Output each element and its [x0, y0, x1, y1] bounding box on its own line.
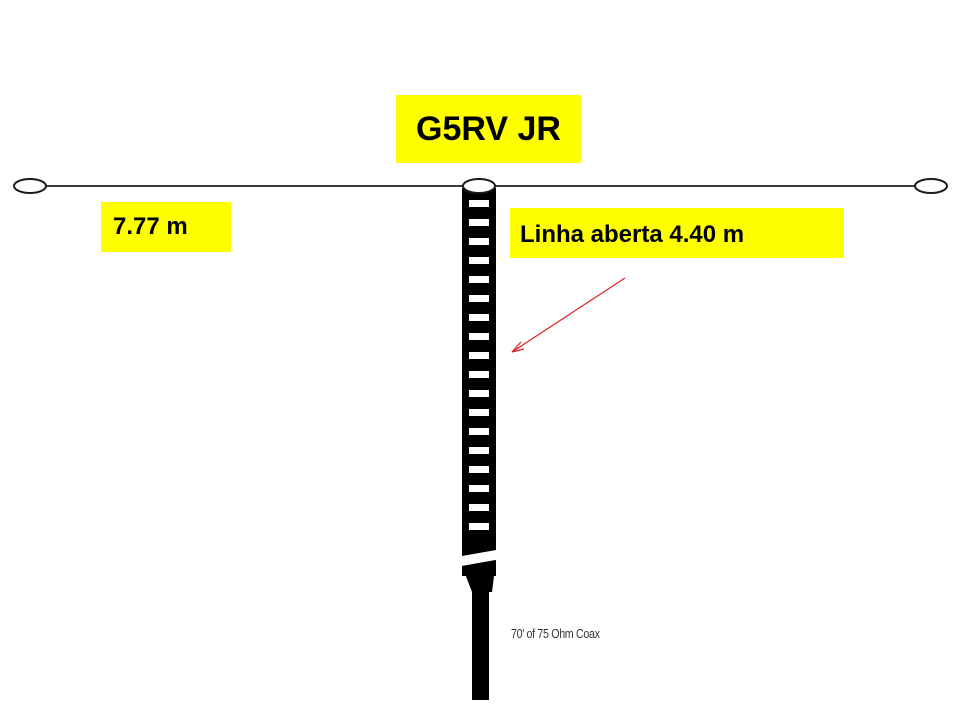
ladder-rung [469, 447, 489, 454]
ladder-rung [469, 257, 489, 264]
ladder-rung [469, 219, 489, 226]
ladder-line-length-label: Linha aberta 4.40 m [510, 208, 844, 258]
ladder-coax-junction [462, 550, 496, 566]
ladder-coax-taper [462, 560, 496, 592]
ladder-rung [469, 466, 489, 473]
ladder-rung [469, 390, 489, 397]
ladder-rung [469, 333, 489, 340]
ladder-rung [469, 428, 489, 435]
coax-label: 70' of 75 Ohm Coax [511, 626, 600, 641]
ladder-rung [469, 485, 489, 492]
coax-feedline [472, 590, 489, 700]
ladder-rung [469, 295, 489, 302]
right-end-insulator [914, 178, 948, 194]
ladder-rung [469, 523, 489, 530]
ladder-rung [469, 371, 489, 378]
ladder-rung [469, 200, 489, 207]
pointer-arrow [511, 277, 626, 353]
ladder-rung [469, 314, 489, 321]
left-end-insulator [13, 178, 47, 194]
dipole-leg-length-label: 7.77 m [101, 202, 231, 252]
center-insulator [462, 178, 496, 194]
ladder-rung [469, 276, 489, 283]
ladder-rung [469, 238, 489, 245]
ladder-rung [469, 409, 489, 416]
antenna-title: G5RV JR [396, 95, 581, 163]
pointer-arrowhead [511, 341, 525, 353]
ladder-line [462, 188, 496, 576]
ladder-rung [469, 504, 489, 511]
ladder-rungs [469, 200, 489, 530]
ladder-rung [469, 352, 489, 359]
